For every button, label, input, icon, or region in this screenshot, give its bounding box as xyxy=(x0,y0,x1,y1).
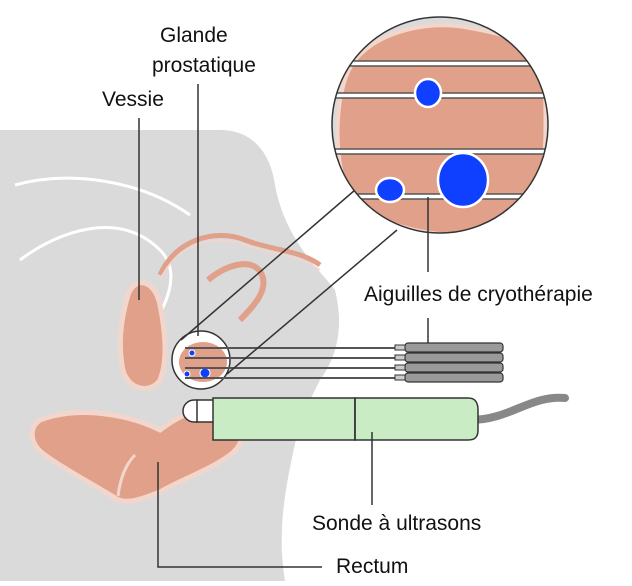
ice-ball-1 xyxy=(415,79,441,107)
label-sonde: Sonde à ultrasons xyxy=(312,512,481,536)
ice-ball-small-2 xyxy=(200,368,210,378)
label-rectum: Rectum xyxy=(336,555,408,579)
label-glande-line1: Glande xyxy=(160,24,228,48)
label-aiguilles: Aiguilles de cryothérapie xyxy=(364,283,593,307)
needle-handles xyxy=(395,343,503,382)
ice-ball-small-1 xyxy=(189,350,195,356)
body-silhouette xyxy=(0,130,339,581)
ice-ball-3 xyxy=(376,178,404,202)
probe-cable xyxy=(470,398,565,420)
label-glande-line2: prostatique xyxy=(152,54,256,78)
bladder xyxy=(120,283,165,389)
ice-ball-2 xyxy=(438,153,488,207)
ultrasound-probe xyxy=(183,398,478,440)
label-vessie: Vessie xyxy=(102,88,164,112)
ice-ball-small-3 xyxy=(184,371,190,377)
